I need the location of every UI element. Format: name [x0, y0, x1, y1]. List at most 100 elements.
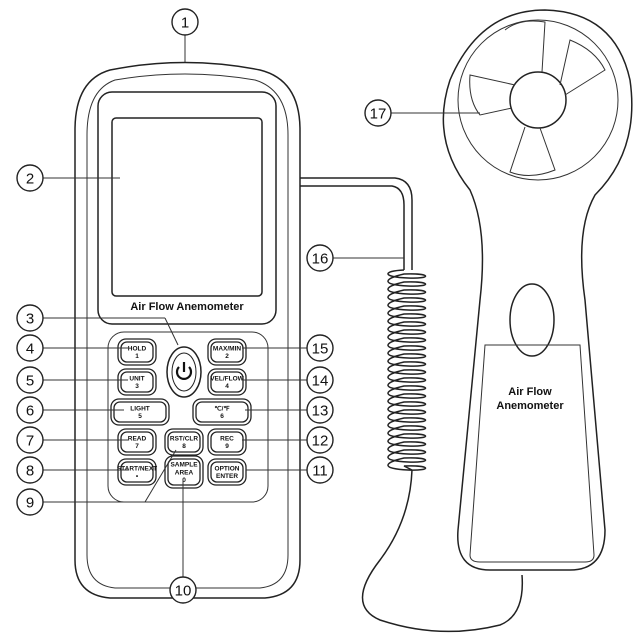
- probe-label-line1: Air Flow: [508, 386, 552, 398]
- button-face: [167, 431, 201, 453]
- leader-lines: [43, 35, 480, 577]
- callout-circle: [16, 426, 44, 454]
- button-label: UNIT: [129, 376, 144, 383]
- callout-4: 4: [16, 334, 44, 362]
- button-start-next[interactable]: START/NEXT•: [117, 458, 157, 486]
- callout-number: 7: [26, 433, 34, 450]
- callout-number: 16: [312, 251, 329, 268]
- button-label: OPTION: [215, 466, 240, 473]
- callout-circle: [171, 8, 199, 36]
- button-label: MAX/MIN: [213, 346, 241, 353]
- button-face: [120, 371, 154, 393]
- callout-8: 8: [16, 456, 44, 484]
- callout-number: 14: [312, 373, 329, 390]
- callout-13: 13: [306, 396, 334, 424]
- callout-circle: [306, 334, 334, 362]
- button-label: 1: [135, 353, 139, 360]
- callout-number: 10: [175, 583, 192, 600]
- power-icon: [175, 362, 193, 380]
- button-label: LIGHT: [130, 406, 150, 413]
- callout-number: 1: [181, 15, 189, 32]
- button-label: 8: [182, 443, 186, 450]
- callout-16: 16: [306, 244, 334, 272]
- callout-1: 1: [171, 8, 199, 36]
- display-screen: [111, 117, 263, 297]
- callout-circle: [16, 164, 44, 192]
- callout-circle: [306, 456, 334, 484]
- callout-circle: [364, 99, 392, 127]
- callout-number: 4: [26, 341, 34, 358]
- probe-label-line2: Anemometer: [496, 400, 564, 412]
- button-face: [167, 458, 201, 486]
- button-label: START/NEXT: [117, 466, 157, 473]
- button-label: •: [136, 473, 139, 480]
- callout-number: 2: [26, 171, 34, 188]
- callout-17: 17: [364, 99, 392, 127]
- button-label: 9: [225, 443, 229, 450]
- button-label: HOLD: [128, 346, 147, 353]
- button-face: [210, 341, 244, 363]
- callout-circle: [16, 304, 44, 332]
- callout-number: 3: [26, 311, 34, 328]
- callout-2: 2: [16, 164, 44, 192]
- button-label: VEL/FLOW: [210, 376, 244, 383]
- callout-circle: [306, 366, 334, 394]
- button-label: 6: [220, 413, 224, 420]
- callout-circle: [16, 334, 44, 362]
- button-face: [113, 401, 167, 423]
- button-face: [195, 401, 249, 423]
- callout-6: 6: [16, 396, 44, 424]
- callout-circle: [169, 576, 197, 604]
- button-label: ENTER: [216, 473, 238, 480]
- button-face: [210, 431, 244, 453]
- callout-number: 8: [26, 463, 34, 480]
- callout-number: 6: [26, 403, 34, 420]
- callout-15: 15: [306, 334, 334, 362]
- callout-number: 9: [26, 495, 34, 512]
- vane-hub: [509, 71, 567, 129]
- callout-circle: [16, 456, 44, 484]
- callout-number: 11: [312, 463, 328, 480]
- power-button[interactable]: [166, 346, 202, 398]
- callout-7: 7: [16, 426, 44, 454]
- callout-circle: [16, 396, 44, 424]
- meter-label: Air Flow Anemometer: [130, 301, 244, 313]
- callout-number: 15: [312, 341, 329, 358]
- callout-circle: [16, 488, 44, 516]
- callout-circle: [306, 426, 334, 454]
- probe-cable: [300, 177, 524, 633]
- callout-circle: [306, 244, 334, 272]
- callout-number: 13: [312, 403, 329, 420]
- callout-circle: [16, 366, 44, 394]
- button-face: [120, 341, 154, 363]
- button-unit-temp[interactable]: ℃/℉6: [192, 398, 252, 426]
- callout-10: 10: [169, 576, 197, 604]
- callout-12: 12: [306, 426, 334, 454]
- button-face: [210, 371, 244, 393]
- button-label: AREA: [175, 469, 194, 476]
- button-label: 7: [135, 443, 139, 450]
- meter-body: Air Flow Anemometer: [74, 61, 301, 599]
- button-label: 5: [138, 413, 142, 420]
- button-face: [120, 461, 154, 483]
- callout-circle: [306, 396, 334, 424]
- vane-probe: Air Flow Anemometer: [442, 9, 633, 571]
- button-label: REC: [220, 436, 234, 443]
- callout-number: 12: [312, 433, 329, 450]
- button-label: RST/CLR: [170, 436, 198, 443]
- button-label: READ: [128, 436, 147, 443]
- button-label: 4: [225, 383, 229, 390]
- callout-11: 11: [306, 456, 334, 484]
- button-face: [210, 461, 244, 483]
